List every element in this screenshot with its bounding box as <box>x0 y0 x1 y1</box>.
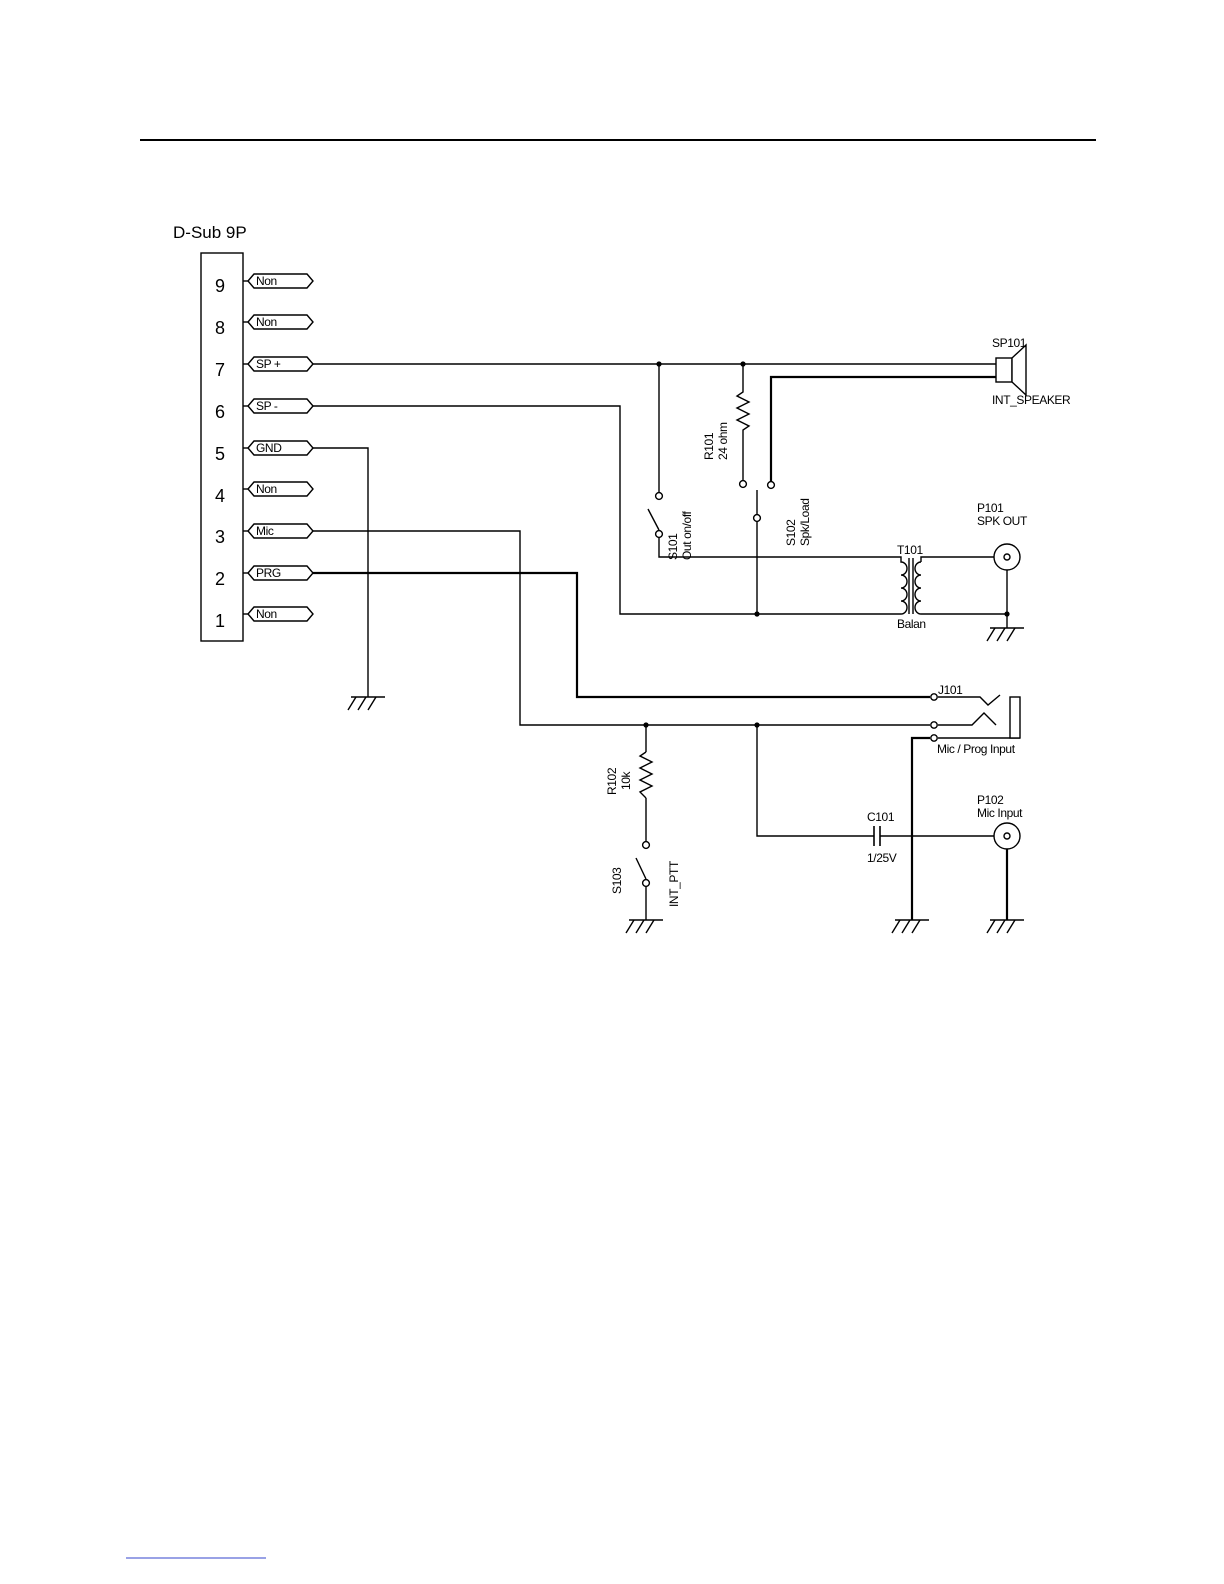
transformer-secondary-icon <box>915 562 921 614</box>
jack-contact <box>931 735 937 741</box>
switch-blade <box>648 509 659 530</box>
connector-title: D-Sub 9P <box>173 223 247 242</box>
component-name: Mic / Prog Input <box>937 742 1016 756</box>
speaker-icon <box>996 358 1012 382</box>
component-name: SPK OUT <box>977 514 1028 528</box>
wire-s101-to-t101 <box>659 537 897 557</box>
component-ref: SP101 <box>992 336 1027 350</box>
component-name: Mic Input <box>977 806 1023 820</box>
component-ref: C101 <box>867 810 895 824</box>
component-ref: T101 <box>897 543 923 557</box>
bnc-connector-icon <box>994 544 1020 570</box>
speaker-cone <box>1012 345 1026 395</box>
pin-number: 6 <box>215 402 225 422</box>
wire-prg <box>313 573 930 697</box>
pin-label: Non <box>256 607 277 621</box>
bnc-connector-icon <box>994 823 1020 849</box>
resistor-icon <box>737 364 749 482</box>
jack-body-icon <box>1010 697 1020 738</box>
pin-label: Non <box>256 274 277 288</box>
component-name: INT_PTT <box>667 860 681 907</box>
component-ref: J101 <box>938 683 963 697</box>
t101-transformer: T101 Balan <box>897 543 1007 631</box>
component-value: 10k <box>619 770 633 790</box>
switch-contact <box>754 515 761 522</box>
switch-contact <box>768 482 775 489</box>
component-name: INT_SPEAKER <box>992 393 1071 407</box>
ground-icon <box>348 697 385 710</box>
r101-resistor: R101 24 ohm <box>702 364 749 487</box>
pin-label: GND <box>256 441 282 455</box>
j101-jack: J101 Mic / Prog Input <box>931 683 1020 756</box>
pin-number: 3 <box>215 527 225 547</box>
resistor-icon <box>640 752 652 798</box>
pin-label: Non <box>256 482 277 496</box>
c101-capacitor: C101 1/25V <box>867 810 897 865</box>
pin-number: 7 <box>215 360 225 380</box>
pin-number: 5 <box>215 444 225 464</box>
ground-icon <box>987 920 1024 933</box>
pin-number: 8 <box>215 318 225 338</box>
pin-number: 1 <box>215 611 225 631</box>
component-ref: P101 <box>977 501 1004 515</box>
pin-label: Mic <box>256 524 274 538</box>
ground-icon <box>987 628 1024 641</box>
jack-contact <box>931 694 937 700</box>
pin-label: PRG <box>256 566 281 580</box>
r102-resistor: R102 10k <box>605 752 652 798</box>
jack-contact <box>931 722 937 728</box>
switch-contact <box>656 493 663 500</box>
wire-speaker-return <box>771 377 996 482</box>
s102-switch: S102 Spk/Load <box>754 482 812 546</box>
component-name: Out on/off <box>680 510 694 560</box>
component-value: 24 ohm <box>716 422 730 460</box>
p101-connector: P101 SPK OUT <box>977 501 1028 570</box>
pin-number: 4 <box>215 486 225 506</box>
pin-label: SP - <box>256 399 278 413</box>
component-ref: S102 <box>784 519 798 546</box>
ground-icon <box>626 920 663 933</box>
sp101-speaker: SP101 INT_SPEAKER <box>992 336 1071 407</box>
pin-number: 2 <box>215 569 225 589</box>
jack-ring-spring <box>938 713 996 725</box>
component-ref: R102 <box>605 767 619 795</box>
switch-contact <box>740 481 747 488</box>
switch-contact <box>656 531 663 538</box>
pin-label: Non <box>256 315 277 329</box>
component-ref: S101 <box>666 533 680 560</box>
switch-blade <box>636 858 646 879</box>
pin-number: 9 <box>215 276 225 296</box>
wire-j101-sleeve <box>912 738 930 920</box>
p102-connector: P102 Mic Input <box>977 793 1023 849</box>
pin-label: SP + <box>256 357 281 371</box>
component-name: Spk/Load <box>798 498 812 546</box>
switch-contact <box>643 880 650 887</box>
component-ref: R101 <box>702 432 716 460</box>
component-name: Balan <box>897 617 926 631</box>
component-value: 1/25V <box>867 851 897 865</box>
component-ref: P102 <box>977 793 1004 807</box>
wire-t101-secondary-top <box>921 557 994 562</box>
wire-c101-branch <box>757 725 874 836</box>
ground-icon <box>892 920 929 933</box>
dsub-connector: D-Sub 9P <box>173 223 247 641</box>
transformer-primary-icon <box>897 557 907 614</box>
s101-switch: S101 Out on/off <box>648 493 694 560</box>
switch-contact <box>643 842 650 849</box>
component-ref: S103 <box>610 867 624 894</box>
